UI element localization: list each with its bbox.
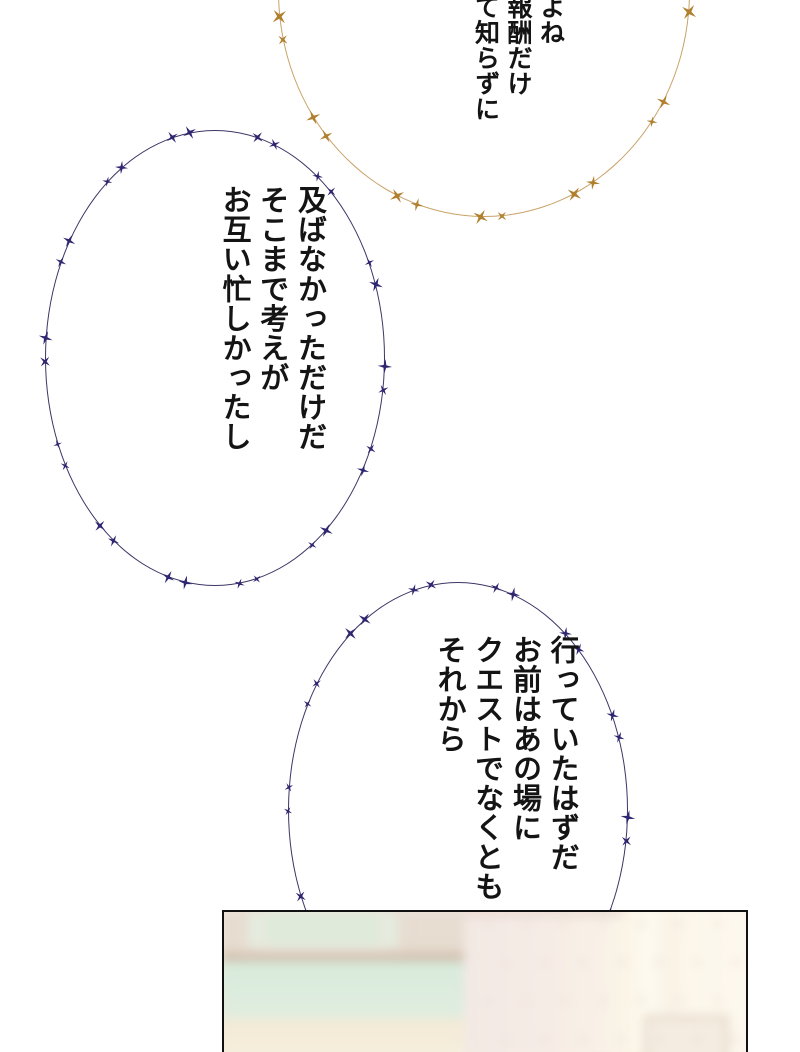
wallpaper-dot — [655, 1036, 663, 1044]
speech-line: お前はあの場に — [508, 635, 543, 843]
wallpaper-dot — [617, 1036, 625, 1044]
wallpaper-dot — [485, 997, 492, 1005]
speech-line: 行っていたはずだ — [546, 635, 581, 872]
wallpaper-dot — [485, 919, 492, 927]
wallpaper-dot — [637, 997, 645, 1005]
speech-line: そこまで考えが — [255, 185, 290, 393]
panel-artwork — [224, 912, 746, 1052]
speech-text-middle: 及ばなかっただけだそこまで考えがお互い忙しかったし — [140, 185, 404, 451]
speech-line: て知らずに — [471, 0, 501, 122]
speech-text-bottom: 行っていたはずだお前はあの場にクエストでなくともそれから — [355, 635, 657, 901]
wallpaper-dot — [599, 997, 607, 1005]
speech-line: クエストでなくとも — [470, 635, 505, 902]
wallpaper-dot — [675, 997, 683, 1005]
wallpaper-dot — [503, 958, 511, 966]
wall-moulding — [224, 952, 464, 961]
wallpaper-dot — [523, 919, 531, 927]
wallpaper-dot — [693, 1036, 701, 1044]
wallpaper-dot — [731, 1036, 739, 1044]
wallpaper-dot — [541, 1036, 549, 1044]
speech-line: よね — [536, 0, 566, 45]
wallpaper-dot — [561, 919, 569, 927]
speech-line: お互い忙しかったし — [218, 185, 253, 452]
wallpaper-dot — [541, 958, 549, 966]
speech-text-top-gold: よね報酬だけて知らずに — [404, 0, 632, 122]
comic-panel-interior — [222, 910, 748, 1052]
wall-picture-frame — [644, 1015, 729, 1052]
wallpaper-dot — [637, 919, 645, 927]
wallpaper-dot — [579, 958, 587, 966]
wallpaper-dot — [713, 997, 721, 1005]
wallpaper-dot — [655, 958, 663, 966]
wallpaper-dot — [617, 958, 625, 966]
wallpaper-dot — [503, 1036, 511, 1044]
window-pane — [262, 912, 385, 950]
speech-line: 及ばなかっただけだ — [293, 185, 328, 452]
wallpaper-dot — [579, 1036, 587, 1044]
wallpaper-dot — [599, 919, 607, 927]
speech-line: それから — [433, 635, 468, 754]
cornice-moulding — [463, 912, 623, 916]
speech-line: 報酬だけ — [504, 0, 533, 96]
wallpaper-dot — [561, 997, 569, 1005]
wallpaper-dot — [693, 958, 701, 966]
wallpaper-dot — [731, 958, 739, 966]
wallpaper-dot — [675, 919, 683, 927]
wallpaper-dot — [523, 997, 531, 1005]
speech-bubble-middle — [45, 130, 385, 586]
wallpaper-dot — [713, 919, 721, 927]
